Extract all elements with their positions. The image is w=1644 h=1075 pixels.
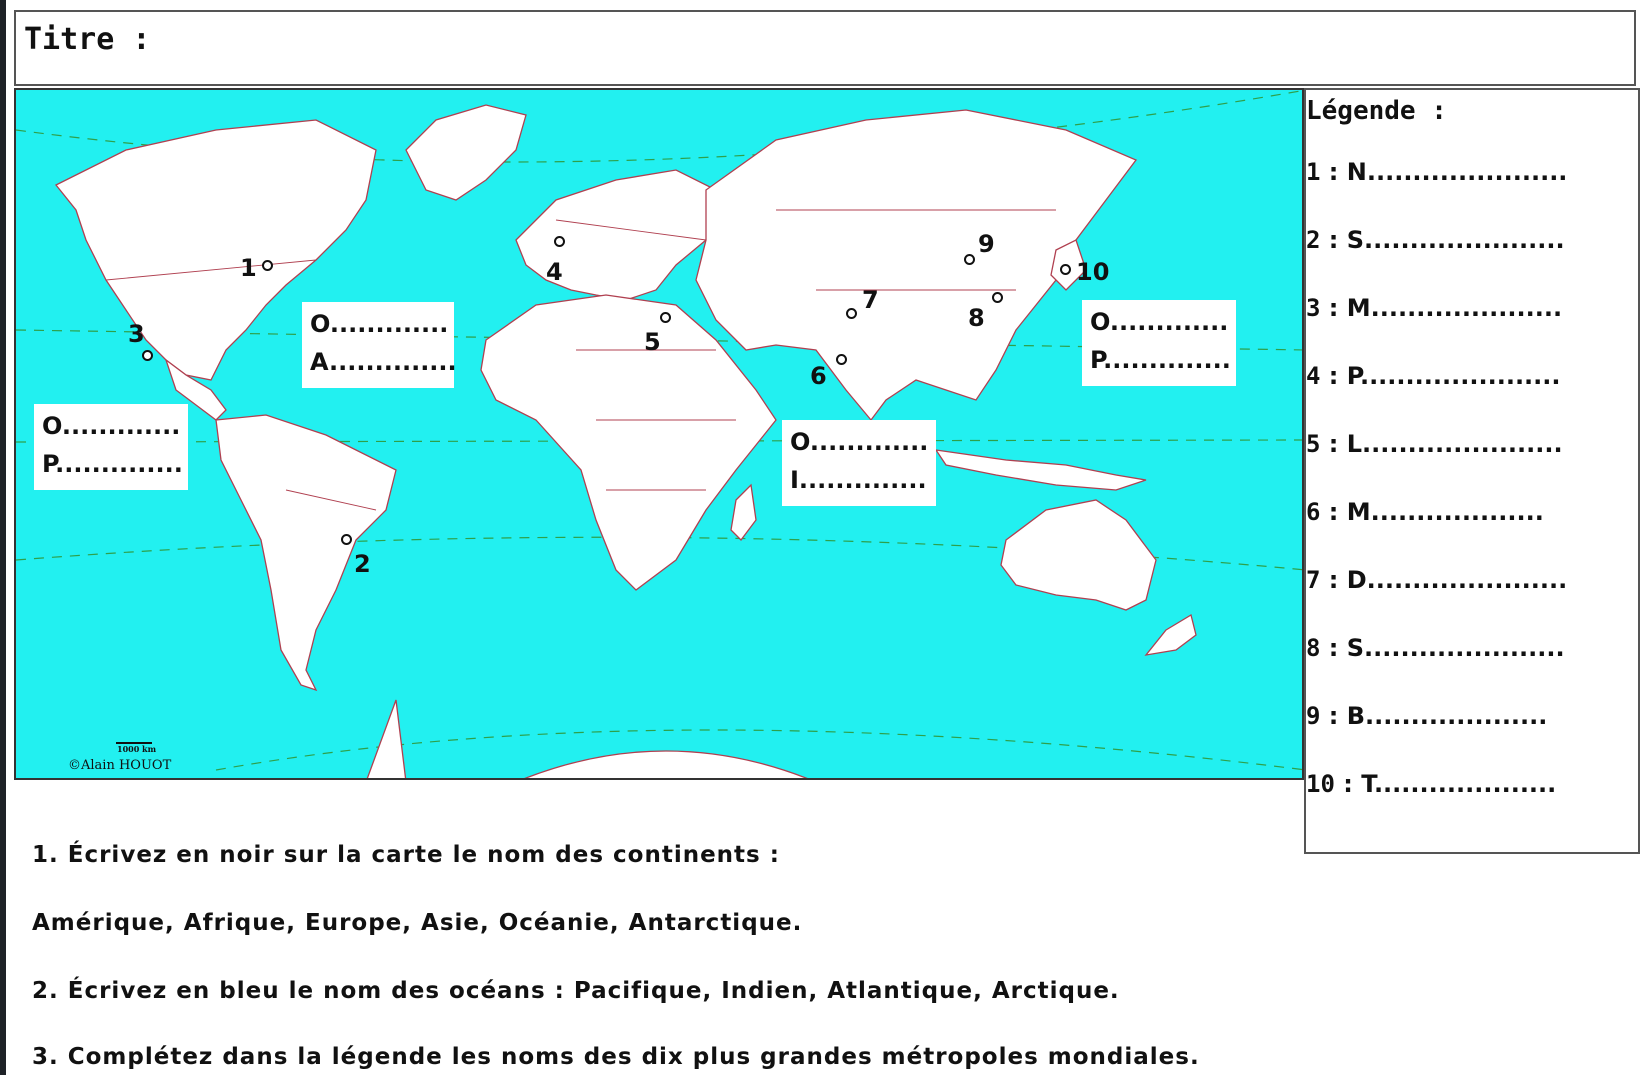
city-dot-6 [836, 354, 847, 365]
legend-text: : N...................... [1320, 158, 1568, 186]
ocean-box-line: O............. [790, 428, 929, 456]
instruction-1: 1. Écrivez en noir sur la carte le nom d… [32, 842, 780, 868]
legend-number: 9 [1306, 702, 1321, 730]
ocean-box-line: P.............. [1090, 346, 1231, 374]
central-america [164, 358, 227, 421]
legend-row-1[interactable]: 1 : N...................... [1306, 158, 1567, 186]
city-number-9: 9 [978, 230, 995, 258]
city-dot-10 [1060, 264, 1071, 275]
south-america [215, 414, 397, 692]
legend-number: 1 [1306, 158, 1321, 186]
australia [1000, 499, 1157, 611]
indonesia [934, 449, 1147, 491]
title-label: Titre : [24, 22, 151, 57]
city-dot-8 [992, 292, 1003, 303]
worksheet: Titre : [6, 0, 1644, 1075]
legend-number: 8 [1306, 634, 1321, 662]
ocean-box-pacific-west[interactable]: O............. P.............. [1082, 300, 1236, 386]
legend-row-10[interactable]: 10 : T.................... [1306, 770, 1556, 798]
ocean-box-pacific-east[interactable]: O............. P.............. [34, 404, 188, 490]
country-borders [105, 209, 1056, 511]
north-america [54, 119, 377, 381]
legend-number: 2 [1306, 226, 1321, 254]
legend-number: 6 [1306, 498, 1321, 526]
greenland [405, 104, 527, 201]
antarctica [366, 699, 407, 778]
map-credit: ©Alain HOUOT [68, 758, 172, 773]
legend-row-6[interactable]: 6 : M................... [1306, 498, 1544, 526]
legend-row-8[interactable]: 8 : S...................... [1306, 634, 1565, 662]
new-zealand [1144, 613, 1197, 656]
legend-number: 4 [1306, 362, 1321, 390]
legend-number: 5 [1306, 430, 1321, 458]
world-map: O............. A.............. O........… [14, 88, 1304, 780]
city-number-4: 4 [546, 258, 563, 286]
legend-number: 7 [1306, 566, 1321, 594]
legend-text: : L...................... [1320, 430, 1563, 458]
ocean-box-line: A.............. [310, 348, 457, 376]
city-number-5: 5 [644, 328, 661, 356]
ocean-box-line: O............. [310, 310, 449, 338]
madagascar [730, 483, 757, 541]
scale-bar [116, 742, 152, 744]
city-dot-2 [341, 534, 352, 545]
city-dot-5 [660, 312, 671, 323]
city-dot-1 [262, 260, 273, 271]
city-number-6: 6 [810, 362, 827, 390]
instruction-continents-list: Amérique, Afrique, Europe, Asie, Océanie… [32, 910, 803, 936]
world-map-drawing [16, 90, 1302, 778]
ocean-box-indian[interactable]: O............. I.............. [782, 420, 936, 506]
legend-number: 3 [1306, 294, 1321, 322]
legend-row-5[interactable]: 5 : L...................... [1306, 430, 1563, 458]
legend-row-3[interactable]: 3 : M..................... [1306, 294, 1562, 322]
city-dot-3 [142, 350, 153, 361]
legend-row-2[interactable]: 2 : S...................... [1306, 226, 1565, 254]
city-number-8: 8 [968, 304, 985, 332]
ocean-box-line: P.............. [42, 450, 183, 478]
legend-text: : B.................... [1320, 702, 1548, 730]
city-number-10: 10 [1076, 258, 1110, 286]
city-number-2: 2 [354, 550, 371, 578]
europe [515, 169, 717, 301]
city-dot-9 [964, 254, 975, 265]
legend-row-7[interactable]: 7 : D...................... [1306, 566, 1567, 594]
instruction-2: 2. Écrivez en bleu le nom des océans : P… [32, 978, 1120, 1004]
title-box[interactable]: Titre : [14, 10, 1636, 86]
africa [480, 294, 777, 591]
legend-row-9[interactable]: 9 : B.................... [1306, 702, 1547, 730]
ocean-box-atlantic[interactable]: O............. A.............. [302, 302, 457, 388]
city-dot-4 [554, 236, 565, 247]
legend-text: : M................... [1320, 498, 1544, 526]
legend-box: Légende : 1 : N...................... 2 … [1304, 88, 1640, 854]
scale-label: 1000 km [117, 744, 157, 754]
legend-text: : T.................... [1334, 770, 1557, 798]
ocean-box-line: I.............. [790, 466, 927, 494]
legend-row-4[interactable]: 4 : P...................... [1306, 362, 1561, 390]
city-dot-7 [846, 308, 857, 319]
legend-title: Légende : [1306, 96, 1447, 126]
legend-text: : M..................... [1320, 294, 1563, 322]
land-masses [54, 104, 1197, 778]
legend-text: : S...................... [1320, 226, 1565, 254]
legend-text: : S...................... [1320, 634, 1565, 662]
ocean-box-line: O............. [1090, 308, 1229, 336]
ocean-box-line: O............. [42, 412, 181, 440]
city-number-3: 3 [128, 320, 145, 348]
legend-text: : D...................... [1320, 566, 1568, 594]
instruction-3: 3. Complétez dans la légende les noms de… [32, 1044, 1200, 1070]
legend-text: : P...................... [1320, 362, 1561, 390]
city-number-1: 1 [240, 254, 257, 282]
city-number-7: 7 [862, 286, 879, 314]
legend-number: 10 [1306, 770, 1335, 798]
antarctica-edge [524, 750, 808, 778]
asia [695, 109, 1138, 422]
